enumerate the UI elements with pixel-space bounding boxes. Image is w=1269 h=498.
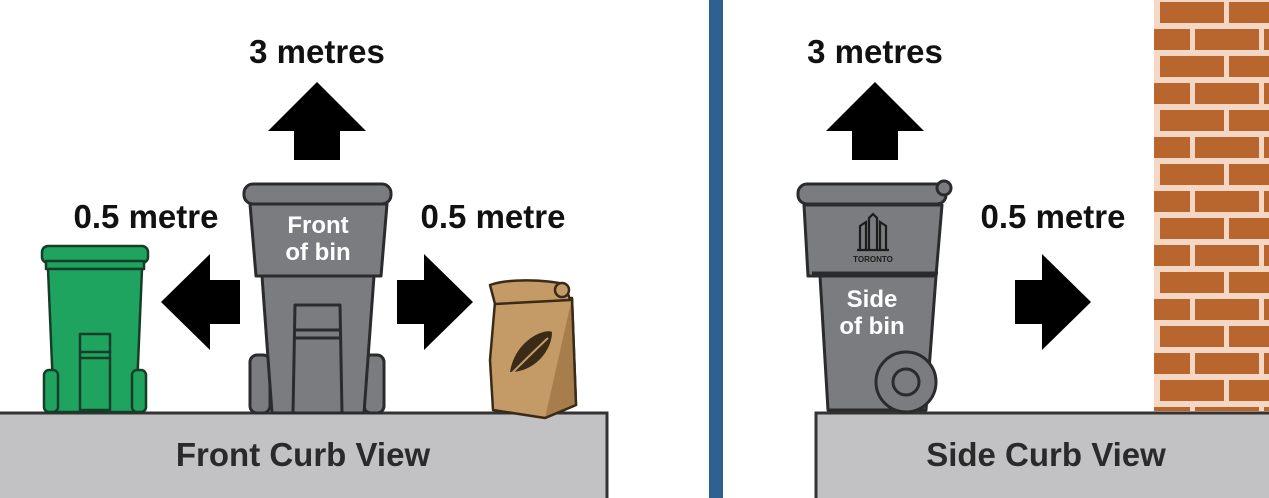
brick [1160, 56, 1224, 77]
front-bin-label-line1: Front [287, 212, 348, 239]
brick [1160, 272, 1224, 293]
brick-wall [1154, 0, 1269, 413]
toronto-logo-text: TORONTO [853, 255, 893, 264]
brick [1229, 110, 1269, 131]
yard-waste-bag-icon [488, 279, 578, 420]
brick [1264, 191, 1269, 212]
brick [1154, 407, 1190, 411]
brick [1264, 299, 1269, 320]
brick [1160, 164, 1224, 185]
side-bin-label-line1: Side [847, 286, 898, 313]
front-curb-label: Front Curb View [176, 436, 431, 473]
brick [1195, 299, 1259, 320]
front-right-arrow-icon [397, 254, 473, 350]
left-arrow-icon [161, 254, 240, 350]
brick [1195, 353, 1259, 374]
brick [1229, 2, 1269, 23]
front-left-distance-label: 0.5 metre [74, 198, 219, 235]
brick [1195, 137, 1259, 158]
brick [1154, 191, 1190, 212]
front-bin-label-line2: of bin [285, 239, 350, 266]
brick [1154, 137, 1190, 158]
side-right-distance-label: 0.5 metre [981, 198, 1126, 235]
grey-garbage-bin-side-icon [796, 179, 953, 414]
grey-garbage-bin-front-icon [242, 182, 393, 415]
brick [1229, 272, 1269, 293]
side-bin-label-line2: of bin [839, 313, 904, 340]
brick [1160, 110, 1224, 131]
brick [1264, 407, 1269, 411]
brick [1264, 83, 1269, 104]
panel-divider [709, 0, 723, 498]
brick [1229, 326, 1269, 347]
front-curb: Front Curb View [0, 411, 609, 498]
front-top-distance-label: 3 metres [249, 33, 385, 70]
brick [1195, 83, 1259, 104]
front-right-distance-label: 0.5 metre [421, 198, 566, 235]
brick [1195, 407, 1259, 411]
brick [1195, 29, 1259, 50]
side-top-distance-label: 3 metres [807, 33, 943, 70]
brick [1154, 83, 1190, 104]
brick [1154, 353, 1190, 374]
brick [1264, 29, 1269, 50]
brick [1160, 326, 1224, 347]
brick [1264, 245, 1269, 266]
brick [1160, 380, 1224, 401]
brick [1195, 191, 1259, 212]
side-up-arrow-icon [826, 82, 924, 160]
side-curb-label: Side Curb View [926, 436, 1166, 473]
brick [1154, 245, 1190, 266]
brick [1229, 218, 1269, 239]
brick [1154, 299, 1190, 320]
green-bin-icon [40, 244, 150, 414]
brick [1160, 218, 1224, 239]
front-up-arrow-icon [268, 82, 366, 160]
side-curb: Side Curb View [814, 411, 1269, 498]
toronto-logo-icon: TORONTO [853, 212, 893, 264]
side-right-arrow-icon [1015, 254, 1091, 350]
brick [1229, 380, 1269, 401]
brick [1229, 56, 1269, 77]
brick [1154, 29, 1190, 50]
brick [1264, 353, 1269, 374]
brick [1160, 2, 1224, 23]
brick [1264, 137, 1269, 158]
brick [1229, 164, 1269, 185]
brick [1195, 245, 1259, 266]
